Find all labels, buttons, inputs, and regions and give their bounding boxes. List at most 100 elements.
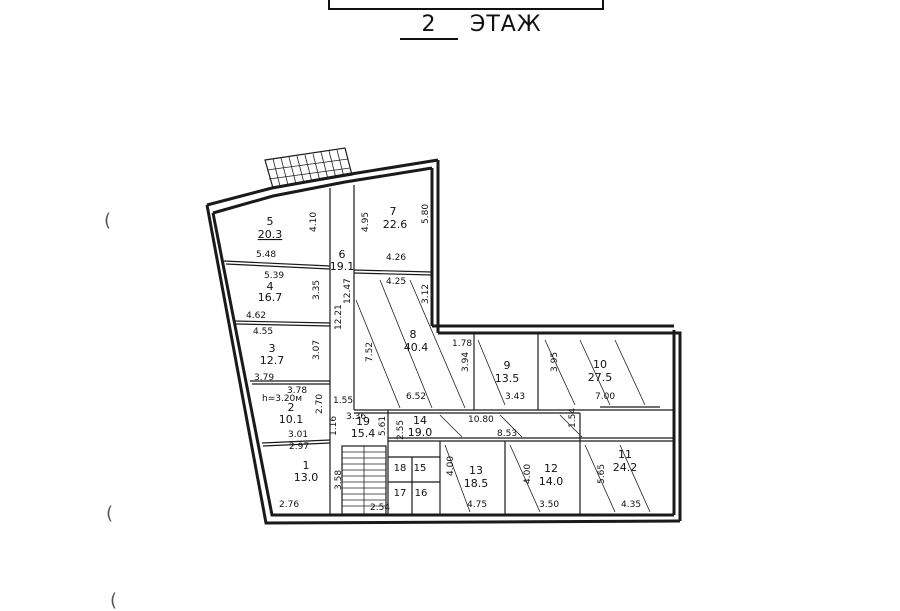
room-label: 14 19.0: [408, 414, 433, 439]
room-label: 8 40.4: [404, 328, 429, 354]
floor-number: 2: [400, 12, 458, 40]
binding-mark: (: [110, 590, 118, 611]
dimension-label: 4.00: [446, 456, 456, 476]
dimension-label: 10.80: [468, 415, 494, 425]
room-area: 18.5: [464, 477, 489, 490]
room-label: 3 12.7: [260, 342, 285, 367]
dimension-label: 8.53: [497, 429, 517, 439]
dimension-label: 2.70: [315, 394, 325, 414]
dimension-label: 5.65: [597, 464, 607, 484]
room-label: 12 14.0: [539, 462, 564, 488]
room-number: 11: [618, 448, 632, 461]
room-area: 13.0: [294, 471, 319, 484]
room-number: 15: [414, 463, 427, 474]
dimension-label: 3.43: [505, 392, 525, 402]
dimension-label: 5.61: [378, 416, 388, 436]
dimension-label: 3.78: [287, 386, 307, 396]
room-area: 12.7: [260, 354, 285, 367]
dimension-label: 2.97: [289, 442, 309, 452]
dimension-label: 3.94: [461, 352, 471, 372]
dimension-label: 1.55: [333, 396, 353, 406]
title-frame: [328, 0, 604, 10]
room-label: 4 16.7: [258, 280, 283, 304]
dimension-label: 4.25: [386, 277, 406, 287]
room-number: 6: [339, 248, 346, 261]
dimension-label: 1.54: [568, 408, 578, 428]
room-number: 5: [267, 215, 274, 228]
room-number: 14: [413, 414, 427, 427]
dimension-label: 3.07: [312, 340, 322, 360]
room-label: 13 18.5: [464, 464, 489, 490]
room-number: 16: [415, 488, 428, 499]
room-number: 17: [394, 488, 407, 499]
dimension-label: 2.55: [396, 420, 406, 440]
room-number: 7: [390, 205, 397, 218]
room-number: 2: [288, 401, 295, 414]
room-area: 16.7: [258, 291, 283, 304]
room-label: 19 15.4: [351, 415, 376, 440]
dimension-label: 1.16: [329, 416, 339, 436]
room-label: 11 24.2: [613, 448, 638, 474]
room-area: 27.5: [588, 371, 613, 384]
room-number: 13: [469, 464, 483, 477]
outer-walls: [205, 158, 682, 525]
room-number: 10: [593, 358, 607, 371]
dimension-label: 4.75: [467, 500, 487, 510]
interior-walls: [223, 185, 674, 515]
dimension-label: 3.35: [312, 280, 322, 300]
floor-title: 2 ЭТАЖ: [400, 12, 542, 40]
dimension-label: 3.36: [346, 412, 366, 422]
room-label: 10 27.5: [588, 358, 613, 384]
stair-icon: [341, 445, 387, 515]
ceiling-height-label: h=3.20м: [262, 394, 302, 404]
room-label: 5 20.3: [258, 215, 283, 241]
room-label: 7 22.6: [383, 205, 408, 231]
dimension-label: 3.95: [550, 352, 560, 372]
dimension-label: 4.26: [386, 253, 406, 263]
dimension-label: 4.55: [253, 327, 273, 337]
room-area: 10.1: [279, 413, 304, 426]
dimension-label: 3.79: [254, 373, 274, 383]
room-number: 18: [394, 463, 407, 474]
room-area: 22.6: [383, 218, 408, 231]
dimension-label: 5.39: [264, 271, 284, 281]
room-label: 9 13.5: [495, 359, 520, 385]
room-number: 4: [267, 280, 274, 293]
room-area: 24.2: [613, 461, 638, 474]
binding-mark: (: [104, 210, 112, 231]
floor-label: ЭТАЖ: [470, 12, 542, 37]
dimension-label: 1.78: [452, 339, 472, 349]
room-area: 40.4: [404, 341, 429, 354]
dimension-label: 6.52: [406, 392, 426, 402]
room-label: 2 10.1: [279, 401, 304, 426]
room-labels: 5 20.3 4 16.7 3 12.7 2 10.1 1 13.0 6 19.…: [258, 205, 638, 499]
room-label: 6 19.1: [330, 248, 355, 273]
dimension-label: 4.95: [361, 212, 371, 232]
dimension-label: 12.21: [334, 304, 344, 330]
room-number: 8: [410, 328, 417, 341]
dimension-label: 7.52: [365, 342, 375, 362]
dimension-label: 4.00: [523, 464, 533, 484]
room-area: 19.1: [330, 260, 355, 273]
room-label: 1 13.0: [294, 459, 319, 484]
dimension-label: 7.00: [595, 392, 615, 402]
room-area: 20.3: [258, 228, 283, 241]
dimension-label: 3.58: [334, 470, 344, 490]
dimension-label: 2.54: [370, 503, 390, 513]
room-number: 12: [544, 462, 558, 475]
dimension-label: 4.35: [621, 500, 641, 510]
dimension-label: 5.80: [421, 204, 431, 224]
dimension-label: 2.76: [279, 500, 299, 510]
room-area: 15.4: [351, 427, 376, 440]
room-number: 19: [356, 415, 370, 428]
room-number: 3: [269, 342, 276, 355]
roof-stair-icon: [264, 147, 353, 189]
room-area: 19.0: [408, 426, 433, 439]
room-number: 1: [303, 459, 310, 472]
binding-mark: (: [106, 503, 114, 524]
dimension-label: 5.48: [256, 250, 276, 260]
room-hatching: [355, 279, 651, 513]
room-area: 13.5: [495, 372, 520, 385]
dimension-labels: 4.10 5.48 4.95 5.80 4.26 5.39 3.35 12.47…: [246, 204, 641, 513]
